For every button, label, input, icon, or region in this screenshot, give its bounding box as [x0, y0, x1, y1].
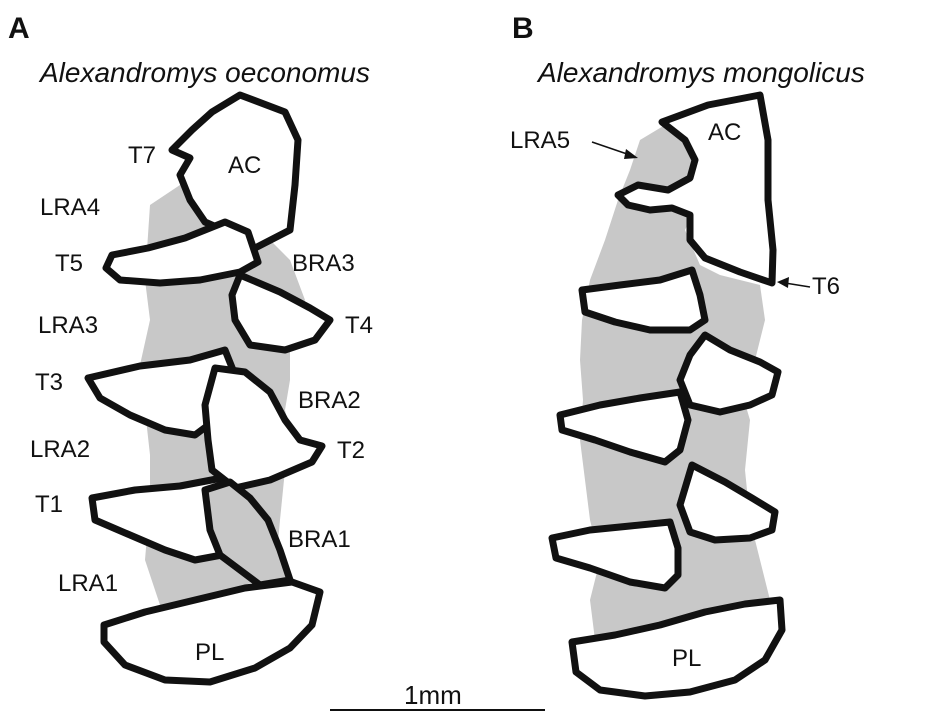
panel-a: A Alexandromys oeconomus AC T7 LRA4 T5 — [8, 12, 373, 682]
label-a-bra2: BRA2 — [298, 387, 361, 414]
label-a-lra4: LRA4 — [40, 194, 100, 221]
label-a-lra2: LRA2 — [30, 436, 90, 463]
label-a-lra1: LRA1 — [58, 570, 118, 597]
panel-b-triangle-left-3 — [552, 522, 678, 588]
panel-a-posterior-loop — [104, 582, 320, 682]
scale-bar-label: 1mm — [404, 680, 462, 710]
label-b-t6: T6 — [812, 273, 840, 300]
panel-a-molar-drawing — [88, 95, 330, 682]
label-a-bra1: BRA1 — [288, 526, 351, 553]
label-b-lra5: LRA5 — [510, 127, 570, 154]
label-b-ac: AC — [708, 119, 741, 146]
panel-a-species-name: Alexandromys oeconomus — [38, 57, 370, 88]
label-a-ac: AC — [228, 152, 261, 179]
panel-b-species-name: Alexandromys mongolicus — [536, 57, 865, 88]
panel-b-triangle-right-1 — [680, 335, 778, 412]
panel-b-molar-drawing — [552, 95, 782, 696]
panel-b-triangle-left-2 — [560, 392, 688, 462]
arrow-lra5 — [592, 142, 630, 155]
arrow-t6 — [785, 283, 810, 287]
label-a-t7: T7 — [128, 142, 156, 169]
label-b-pl: PL — [672, 645, 701, 672]
label-a-t3: T3 — [35, 369, 63, 396]
label-a-lra3: LRA3 — [38, 312, 98, 339]
arrowhead-t6 — [777, 277, 789, 288]
label-a-t5: T5 — [55, 250, 83, 277]
label-a-t2: T2 — [337, 437, 365, 464]
panel-a-triangle-t2 — [205, 368, 322, 488]
label-a-bra3: BRA3 — [292, 250, 355, 277]
label-a-t4: T4 — [345, 312, 373, 339]
label-a-pl: PL — [195, 639, 224, 666]
panel-a-letter: A — [8, 12, 30, 45]
panel-b-letter: B — [512, 12, 534, 45]
label-a-t1: T1 — [35, 491, 63, 518]
scale-bar: 1mm — [330, 680, 545, 710]
panel-b: B Alexandromys mongolicus LRA5 AC T6 — [510, 12, 865, 696]
